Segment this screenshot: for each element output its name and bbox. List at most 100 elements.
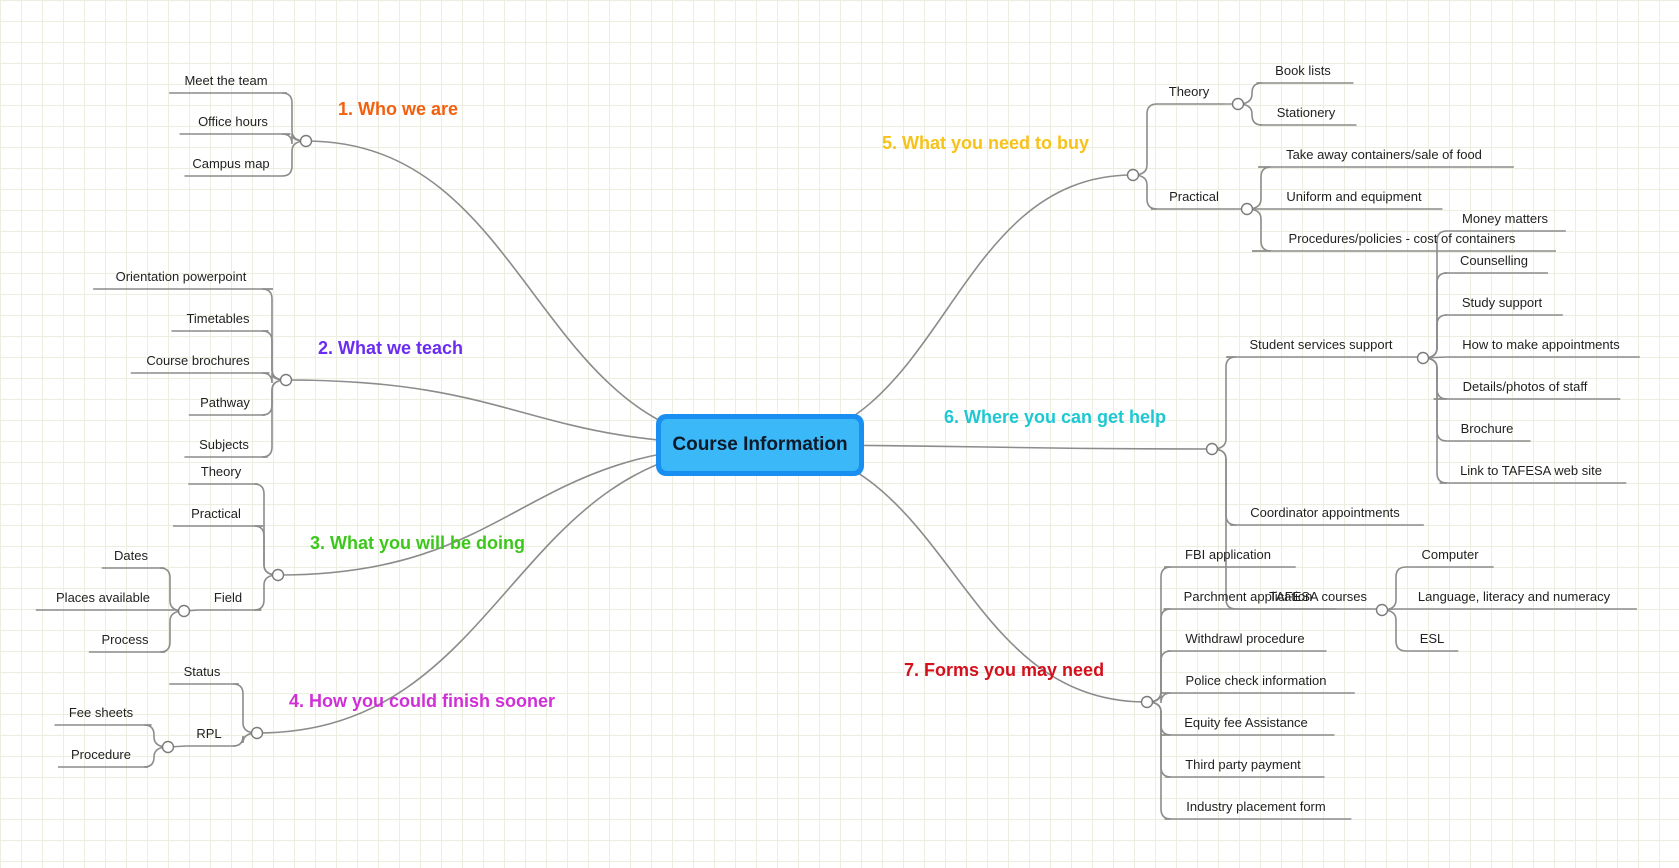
b7-withdrawl-procedure-connector [1146,650,1172,703]
b3-theory-label[interactable]: Theory [201,464,242,479]
b6-esl-connector [1381,609,1410,652]
b2-timetables-label[interactable]: Timetables [186,311,250,326]
b7-branch-label[interactable]: 7. Forms you may need [904,660,1104,680]
b6-how-to-make-appointments-label[interactable]: How to make appointments [1462,337,1620,352]
b6-esl-label[interactable]: ESL [1420,631,1445,646]
b2-orientation-powerpoint-label[interactable]: Orientation powerpoint [116,269,247,284]
b7-withdrawl-procedure-label[interactable]: Withdrawl procedure [1185,631,1304,646]
b2-subjects-label[interactable]: Subjects [199,437,249,452]
b1-branch-label[interactable]: 1. Who we are [338,99,458,119]
b5-practical-procedures-label[interactable]: Procedures/policies - cost of containers [1289,231,1516,246]
b6-study-support-connector [1422,314,1448,359]
b3-field-connector [253,574,279,611]
b5-practical-procedures-connector [1246,208,1272,252]
b6-branch-label[interactable]: 6. Where you can get help [944,407,1166,427]
b6-link-to-tafesa-label[interactable]: Link to TAFESA web site [1460,463,1602,478]
b3-field-dates-connector [159,567,185,612]
b6-link-to-tafesa-connector [1422,357,1448,484]
b5-practical-connector [1132,174,1158,210]
b3-field-dates-label[interactable]: Dates [114,548,148,563]
b4-rpl-procedure-label[interactable]: Procedure [71,747,131,762]
b6-collapse-toggle[interactable] [1205,442,1219,456]
b3-branch-label[interactable]: 3. What you will be doing [310,533,525,553]
b5-theory-stationery-label[interactable]: Stationery [1277,105,1336,120]
b6-counselling-label[interactable]: Counselling [1460,253,1528,268]
b6-lln-label[interactable]: Language, literacy and numeracy [1418,589,1611,604]
b7-fbi-application-connector [1146,566,1172,703]
b4-rpl-label[interactable]: RPL [196,726,221,741]
b7-equity-fee-label[interactable]: Equity fee Assistance [1184,715,1308,730]
b3-field-process-label[interactable]: Process [102,632,149,647]
b1-campus-map-connector [281,140,307,177]
b1-main-connector [305,140,761,446]
b5-practical-collapse-toggle[interactable] [1240,202,1254,216]
b5-branch-label[interactable]: 5. What you need to buy [882,133,1089,153]
b6-student-services-connector [1211,356,1237,450]
b1-campus-map-label[interactable]: Campus map [192,156,269,171]
b2-subjects-connector [261,379,287,458]
root-node-label[interactable]: Course Information [661,419,859,471]
b3-collapse-toggle[interactable] [271,568,285,582]
b6-money-matters-label[interactable]: Money matters [1462,211,1548,226]
b7-police-check-label[interactable]: Police check information [1186,673,1327,688]
b6-student-services-label[interactable]: Student services support [1249,337,1392,352]
b5-practical-uniform-label[interactable]: Uniform and equipment [1286,189,1422,204]
b7-parchment-application-label[interactable]: Parchment application [1184,589,1313,604]
b6-details-photos-of-staff-label[interactable]: Details/photos of staff [1463,379,1588,394]
b3-field-places-available-label[interactable]: Places available [56,590,150,605]
b7-fbi-application-label[interactable]: FBI application [1185,547,1271,562]
b4-rpl-fee-sheets-label[interactable]: Fee sheets [69,705,134,720]
b5-practical-label[interactable]: Practical [1169,189,1219,204]
b7-industry-placement-connector [1146,701,1172,820]
b5-theory-stationery-connector [1237,103,1263,126]
b5-theory-connector [1132,103,1158,176]
b3-theory-connector [253,483,279,576]
b5-practical-take-away-connector [1246,166,1272,210]
b6-student-services-collapse-toggle[interactable] [1416,351,1430,365]
b6-brochure-label[interactable]: Brochure [1461,421,1514,436]
b7-parchment-application-connector [1146,608,1172,703]
b3-field-label[interactable]: Field [214,590,242,605]
b2-branch-label[interactable]: 2. What we teach [318,338,463,358]
b1-collapse-toggle[interactable] [299,134,313,148]
b4-branch-label[interactable]: 4. How you could finish sooner [289,691,555,711]
b6-coordinator-appointments-label[interactable]: Coordinator appointments [1250,505,1400,520]
b2-pathway-label[interactable]: Pathway [200,395,250,410]
b6-money-matters-connector [1422,230,1449,359]
root-node[interactable]: Course Information [656,414,864,476]
b4-status-label[interactable]: Status [184,664,221,679]
b7-industry-placement-label[interactable]: Industry placement form [1186,799,1325,814]
b3-practical-connector [253,525,279,576]
b6-tafesa-courses-label[interactable]: TAFESA courses [1269,589,1368,604]
b5-practical-take-away-label[interactable]: Take away containers/sale of food [1286,147,1482,162]
b4-rpl-connector [232,732,258,747]
b6-tafesa-courses-connector [1211,448,1258,610]
b4-status-connector [232,683,258,734]
b4-main-connector [256,444,761,734]
b3-practical-label[interactable]: Practical [191,506,241,521]
b1-office-hours-label[interactable]: Office hours [198,114,268,129]
b5-main-connector [759,174,1134,446]
b2-collapse-toggle[interactable] [279,373,293,387]
b3-field-process-connector [159,610,185,653]
b4-collapse-toggle[interactable] [250,726,264,740]
b2-course-brochures-label[interactable]: Course brochures [146,353,250,368]
b6-coordinator-appointments-connector [1211,448,1237,526]
b5-collapse-toggle[interactable] [1126,168,1140,182]
b6-study-support-label[interactable]: Study support [1462,295,1543,310]
b4-rpl-collapse-toggle[interactable] [161,740,175,754]
b6-computer-label[interactable]: Computer [1421,547,1479,562]
b5-theory-book-lists-label[interactable]: Book lists [1275,63,1331,78]
b5-theory-label[interactable]: Theory [1169,84,1210,99]
b6-computer-connector [1381,566,1411,611]
b5-theory-collapse-toggle[interactable] [1231,97,1245,111]
b6-tafesa-courses-collapse-toggle[interactable] [1375,603,1389,617]
b3-field-collapse-toggle[interactable] [177,604,191,618]
b7-collapse-toggle[interactable] [1140,695,1154,709]
b7-third-party-payment-connector [1146,701,1172,778]
b6-details-photos-of-staff-connector [1422,357,1448,400]
b1-meet-the-team-label[interactable]: Meet the team [184,73,267,88]
b7-third-party-payment-label[interactable]: Third party payment [1185,757,1301,772]
